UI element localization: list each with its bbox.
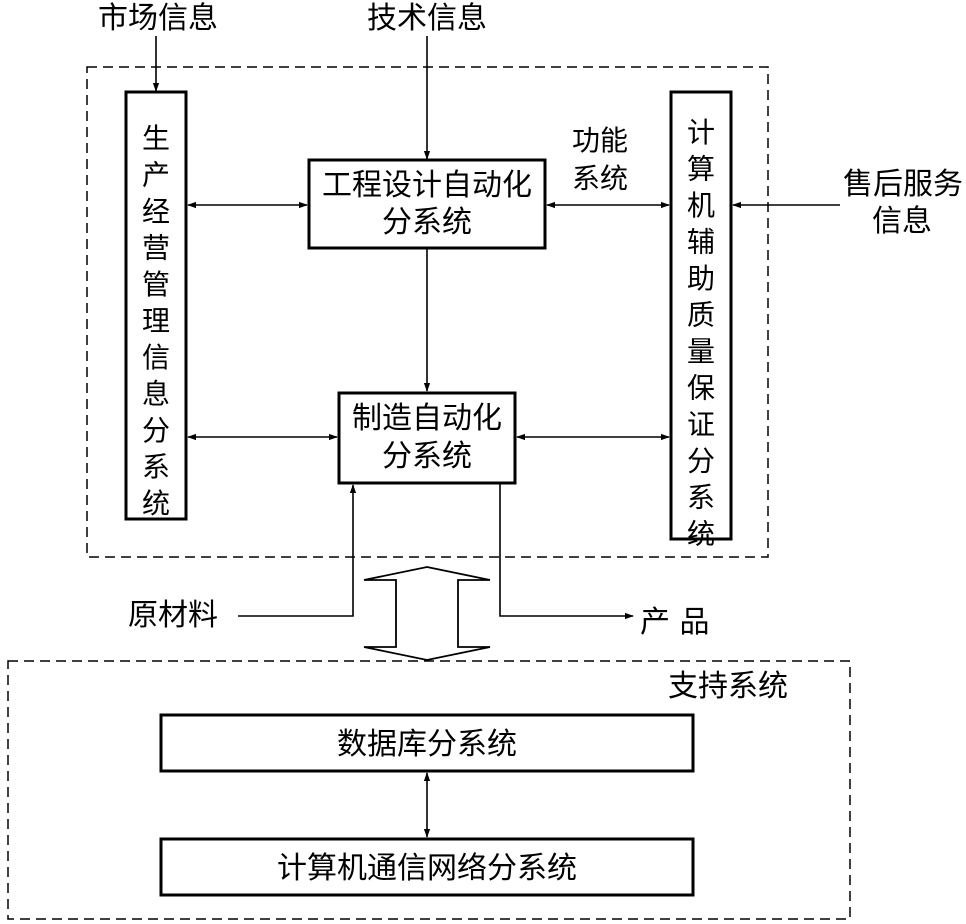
tech-info-label: 技术信息 (367, 1, 487, 36)
hollow-double-arrow (363, 566, 491, 661)
after-sales-label-line2: 信息 (872, 204, 932, 239)
function-system-label-line1: 功能 (572, 124, 628, 157)
market-info-label: 市场信息 (98, 1, 218, 36)
database-box (159, 713, 695, 773)
manufacturing-label-line2: 分系统 (382, 439, 472, 474)
management-info-label: 生产经营管理信息分系统 (142, 122, 170, 520)
database-label: 数据库分系统 (337, 727, 517, 762)
product-arrow (499, 484, 634, 620)
engineering-design-label-line1: 工程设计自动化 (322, 168, 532, 203)
raw-material-arrow (238, 484, 357, 617)
raw-material-label: 原材料 (128, 598, 218, 633)
engineering-design-label-line2: 分系统 (382, 205, 472, 240)
product-label: 产 品 (640, 605, 710, 640)
quality-assurance-label: 计算机辅助质量保证分系统 (687, 116, 715, 551)
manufacturing-box (337, 391, 517, 485)
function-system-label-line2: 系统 (572, 162, 628, 195)
management-info-box (124, 90, 188, 521)
network-label: 计算机通信网络分系统 (277, 851, 577, 886)
engineering-design-box (307, 158, 547, 250)
network-box (159, 837, 695, 897)
support-system-label: 支持系统 (668, 669, 788, 704)
manufacturing-label-line1: 制造自动化 (352, 401, 502, 436)
support-system-boundary (7, 660, 851, 920)
after-sales-label-line1: 售后服务 (843, 167, 963, 202)
quality-assurance-box (669, 90, 733, 541)
